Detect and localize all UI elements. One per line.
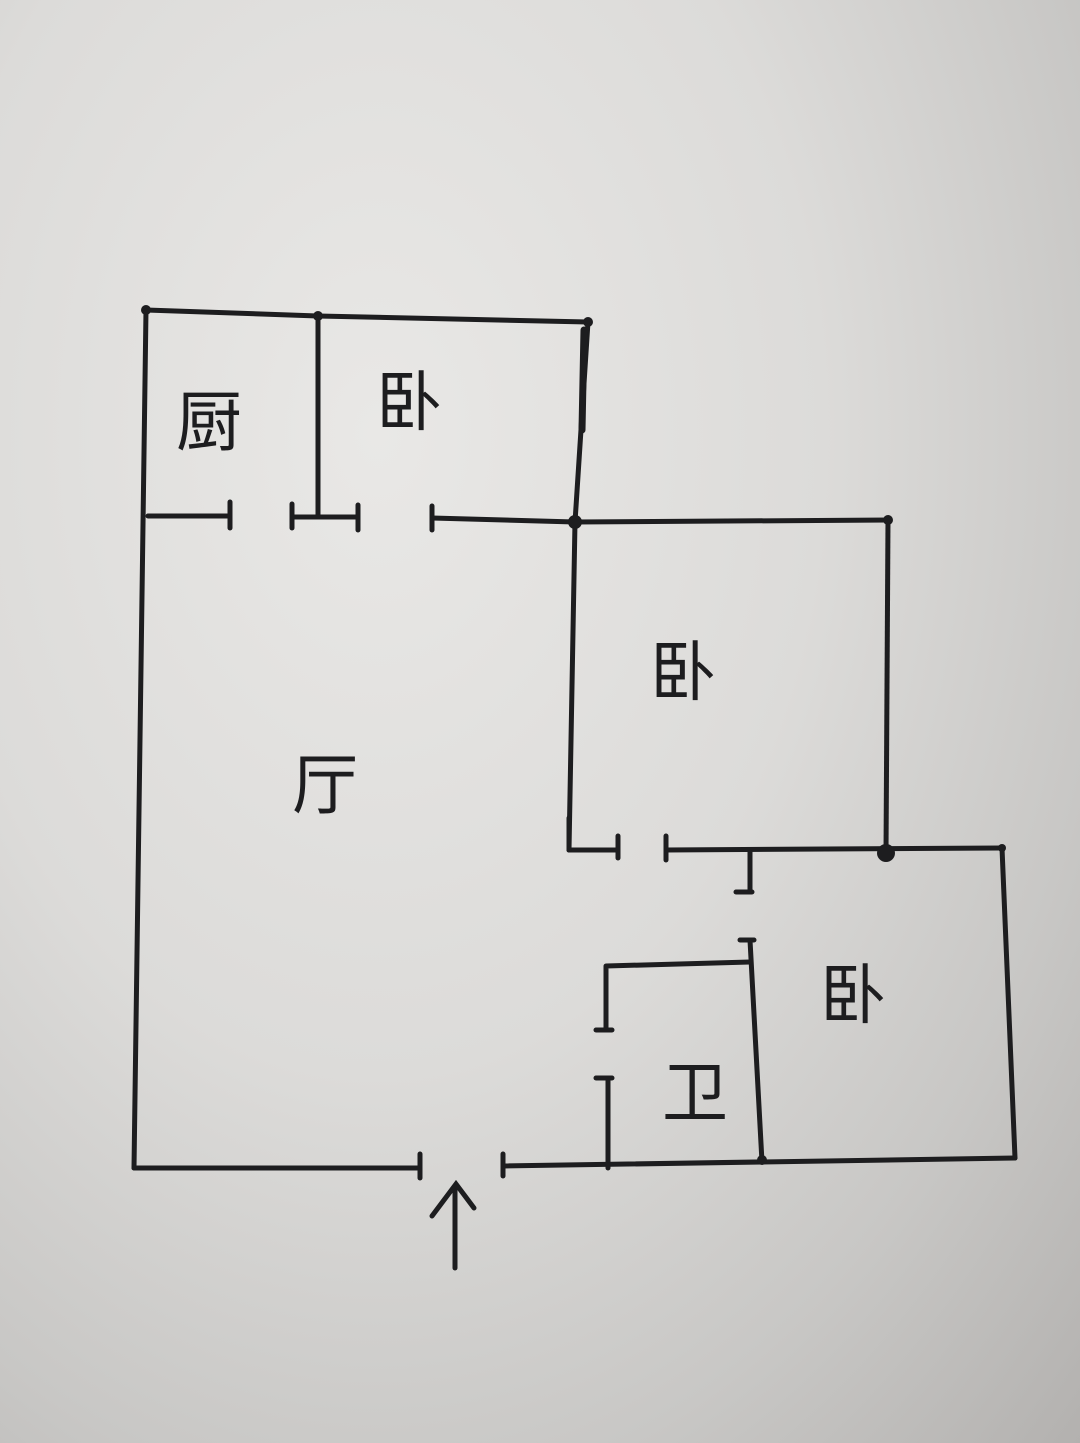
label-bedroom-southeast: 卧 <box>820 957 886 1034</box>
walls <box>131 307 1018 1171</box>
southeast-bedroom-east-wall <box>999 845 1018 1161</box>
label-bedroom-north: 卧 <box>376 364 442 441</box>
entrance-arrow-icon <box>429 1179 477 1271</box>
door-jambs <box>227 499 757 1181</box>
bathroom-north-wall <box>603 959 753 1033</box>
label-bathroom: 卫 <box>662 1055 728 1132</box>
label-bedroom-east: 卧 <box>650 634 716 711</box>
north-bedroom-south-wall-b <box>429 515 578 525</box>
label-kitchen: 厨 <box>176 384 242 461</box>
wall-joints <box>141 305 1006 1165</box>
east-bedroom-south-wall-b <box>663 845 1005 853</box>
east-bedroom-east-wall <box>883 517 891 856</box>
bathroom-east-wall <box>747 937 765 1165</box>
top-wall <box>143 307 591 325</box>
label-living-room: 厅 <box>292 747 358 824</box>
west-wall <box>131 307 149 1171</box>
east-bedroom-north-wall <box>572 517 893 525</box>
east-bedroom-west-wall <box>566 519 578 853</box>
north-bedroom-east-wall-thick <box>578 326 588 434</box>
